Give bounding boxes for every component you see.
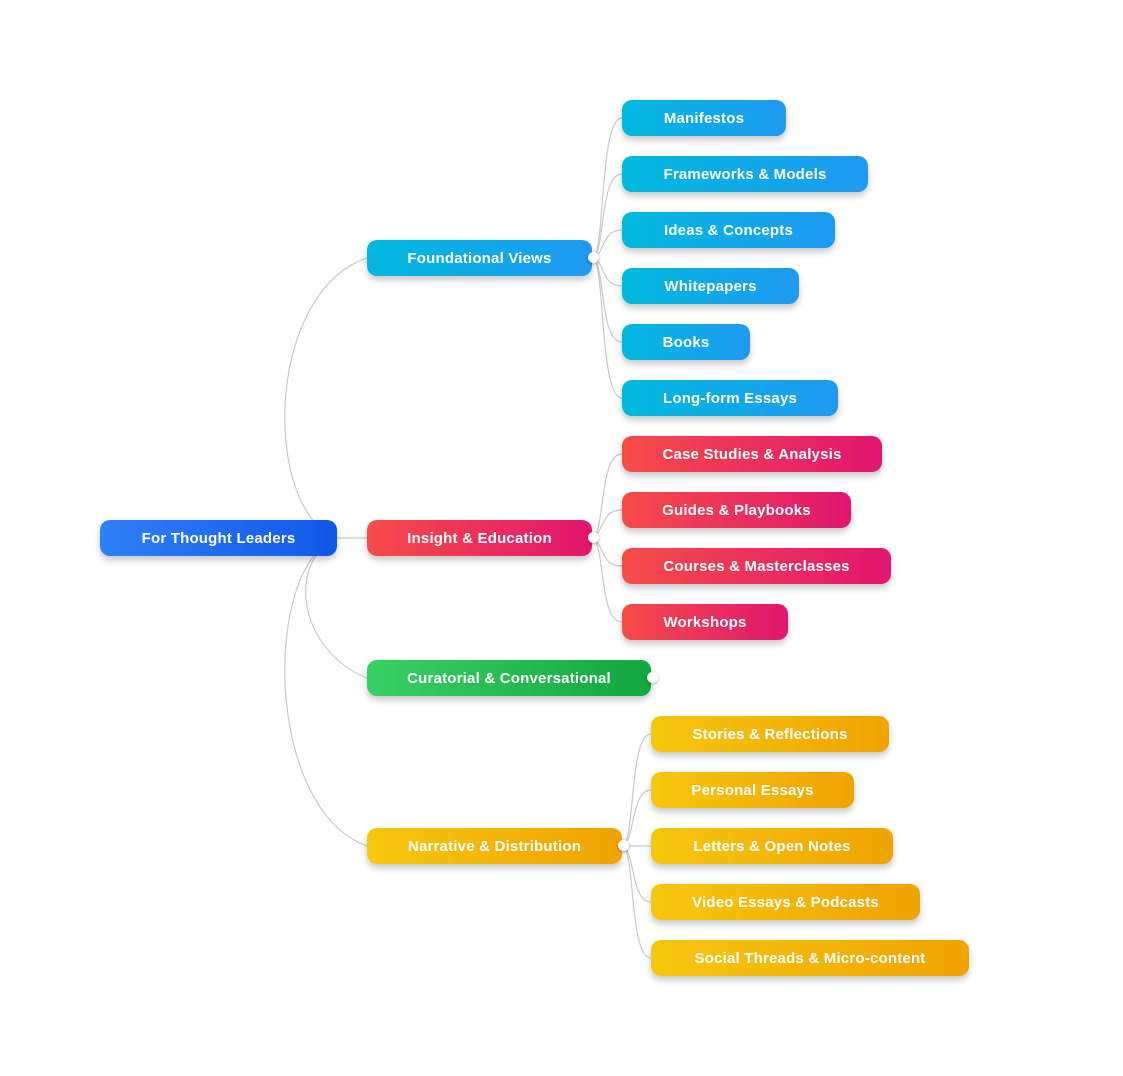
node-label: Video Essays & Podcasts	[692, 893, 879, 911]
node-books[interactable]: Books	[622, 324, 750, 360]
node-label: Long-form Essays	[662, 389, 798, 407]
node-label: Foundational Views	[407, 249, 552, 267]
connector-child	[623, 733, 652, 847]
node-label: Personal Essays	[691, 781, 814, 799]
branch-handle-dot[interactable]	[647, 672, 658, 683]
branch-handle-dot[interactable]	[588, 532, 599, 543]
node-narrative-distribution[interactable]: Narrative & Distribution	[367, 828, 622, 864]
connector-root-curatorial	[305, 537, 368, 679]
node-workshops[interactable]: Workshops	[622, 604, 788, 640]
node-label: Frameworks & Models	[663, 165, 827, 183]
connector-root-narrative	[284, 537, 368, 847]
node-ideas-concepts[interactable]: Ideas & Concepts	[622, 212, 835, 248]
node-label: Courses & Masterclasses	[663, 557, 850, 575]
node-curatorial-conversational[interactable]: Curatorial & Conversational	[367, 660, 651, 696]
node-label: For Thought Leaders	[141, 529, 296, 547]
connector-child	[623, 789, 652, 847]
node-video-essays-podcasts[interactable]: Video Essays & Podcasts	[651, 884, 920, 920]
branch-handle-dot[interactable]	[618, 840, 629, 851]
connector-child	[593, 117, 623, 259]
node-foundational-views[interactable]: Foundational Views	[367, 240, 592, 276]
node-label: Insight & Education	[407, 529, 552, 547]
node-label: Narrative & Distribution	[407, 837, 582, 855]
connector-child	[623, 845, 652, 959]
node-label: Manifestos	[663, 109, 745, 127]
connector-child	[593, 257, 623, 399]
connector-root-foundational	[284, 257, 368, 539]
node-guides-playbooks[interactable]: Guides & Playbooks	[622, 492, 851, 528]
node-courses-masterclasses[interactable]: Courses & Masterclasses	[622, 548, 891, 584]
node-stories-reflections[interactable]: Stories & Reflections	[651, 716, 889, 752]
node-case-studies-analysis[interactable]: Case Studies & Analysis	[622, 436, 882, 472]
node-letters-open-notes[interactable]: Letters & Open Notes	[651, 828, 893, 864]
node-label: Stories & Reflections	[692, 725, 848, 743]
node-label: Whitepapers	[664, 277, 757, 295]
connector-child	[623, 845, 652, 903]
node-label: Letters & Open Notes	[693, 837, 851, 855]
node-personal-essays[interactable]: Personal Essays	[651, 772, 854, 808]
node-root-for-thought-leaders[interactable]: For Thought Leaders	[100, 520, 337, 556]
connector-child	[593, 453, 623, 539]
connector-child	[593, 257, 623, 343]
node-label: Curatorial & Conversational	[407, 669, 611, 687]
node-label: Books	[662, 333, 710, 351]
node-label: Case Studies & Analysis	[662, 445, 842, 463]
node-social-threads-micro-content[interactable]: Social Threads & Micro-content	[651, 940, 969, 976]
node-label: Guides & Playbooks	[662, 501, 811, 519]
branch-handle-dot[interactable]	[588, 252, 599, 263]
node-long-form-essays[interactable]: Long-form Essays	[622, 380, 838, 416]
node-label: Workshops	[663, 613, 747, 631]
node-frameworks-models[interactable]: Frameworks & Models	[622, 156, 868, 192]
node-label: Social Threads & Micro-content	[694, 949, 926, 967]
node-insight-education[interactable]: Insight & Education	[367, 520, 592, 556]
node-whitepapers[interactable]: Whitepapers	[622, 268, 799, 304]
connector-child	[593, 537, 623, 623]
node-manifestos[interactable]: Manifestos	[622, 100, 786, 136]
node-label: Ideas & Concepts	[663, 221, 794, 239]
